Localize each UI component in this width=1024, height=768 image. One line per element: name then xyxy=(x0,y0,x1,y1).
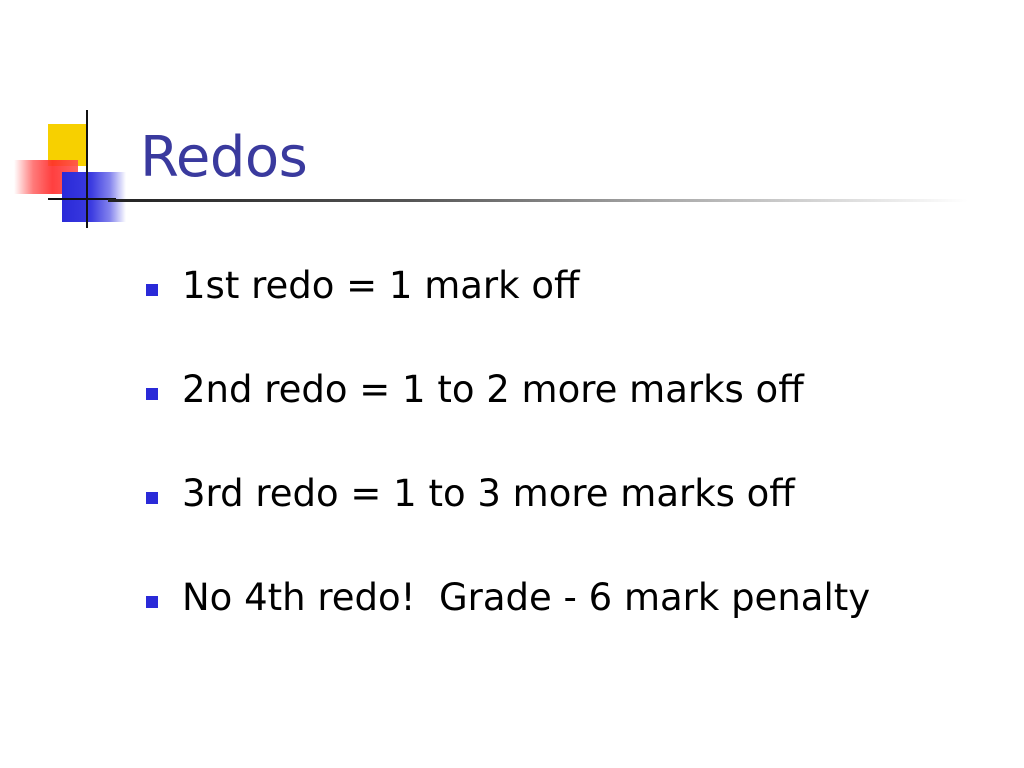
square-bullet-icon xyxy=(146,388,158,400)
bullet-text: 2nd redo = 1 to 2 more marks off xyxy=(182,368,804,411)
square-bullet-icon xyxy=(146,596,158,608)
square-bullet-icon xyxy=(146,492,158,504)
bullet-text: 3rd redo = 1 to 3 more marks off xyxy=(182,472,795,515)
bullet-text: No 4th redo! Grade - 6 mark penalty xyxy=(182,576,871,619)
square-bullet-icon xyxy=(146,284,158,296)
logo-blue-square xyxy=(62,172,126,222)
corner-logo xyxy=(0,0,160,240)
bullet-text: 1st redo = 1 mark off xyxy=(182,264,580,307)
bullet-list: 1st redo = 1 mark off 2nd redo = 1 to 2 … xyxy=(146,262,870,678)
bullet-item: 1st redo = 1 mark off xyxy=(146,262,870,366)
logo-horizontal-line xyxy=(48,198,116,200)
bullet-item: 2nd redo = 1 to 2 more marks off xyxy=(146,366,870,470)
title-underline xyxy=(108,199,968,202)
logo-yellow-square xyxy=(48,124,86,166)
bullet-item: 3rd redo = 1 to 3 more marks off xyxy=(146,470,870,574)
slide-title: Redos xyxy=(140,125,308,190)
logo-vertical-line xyxy=(86,110,88,228)
bullet-item: No 4th redo! Grade - 6 mark penalty xyxy=(146,574,870,678)
